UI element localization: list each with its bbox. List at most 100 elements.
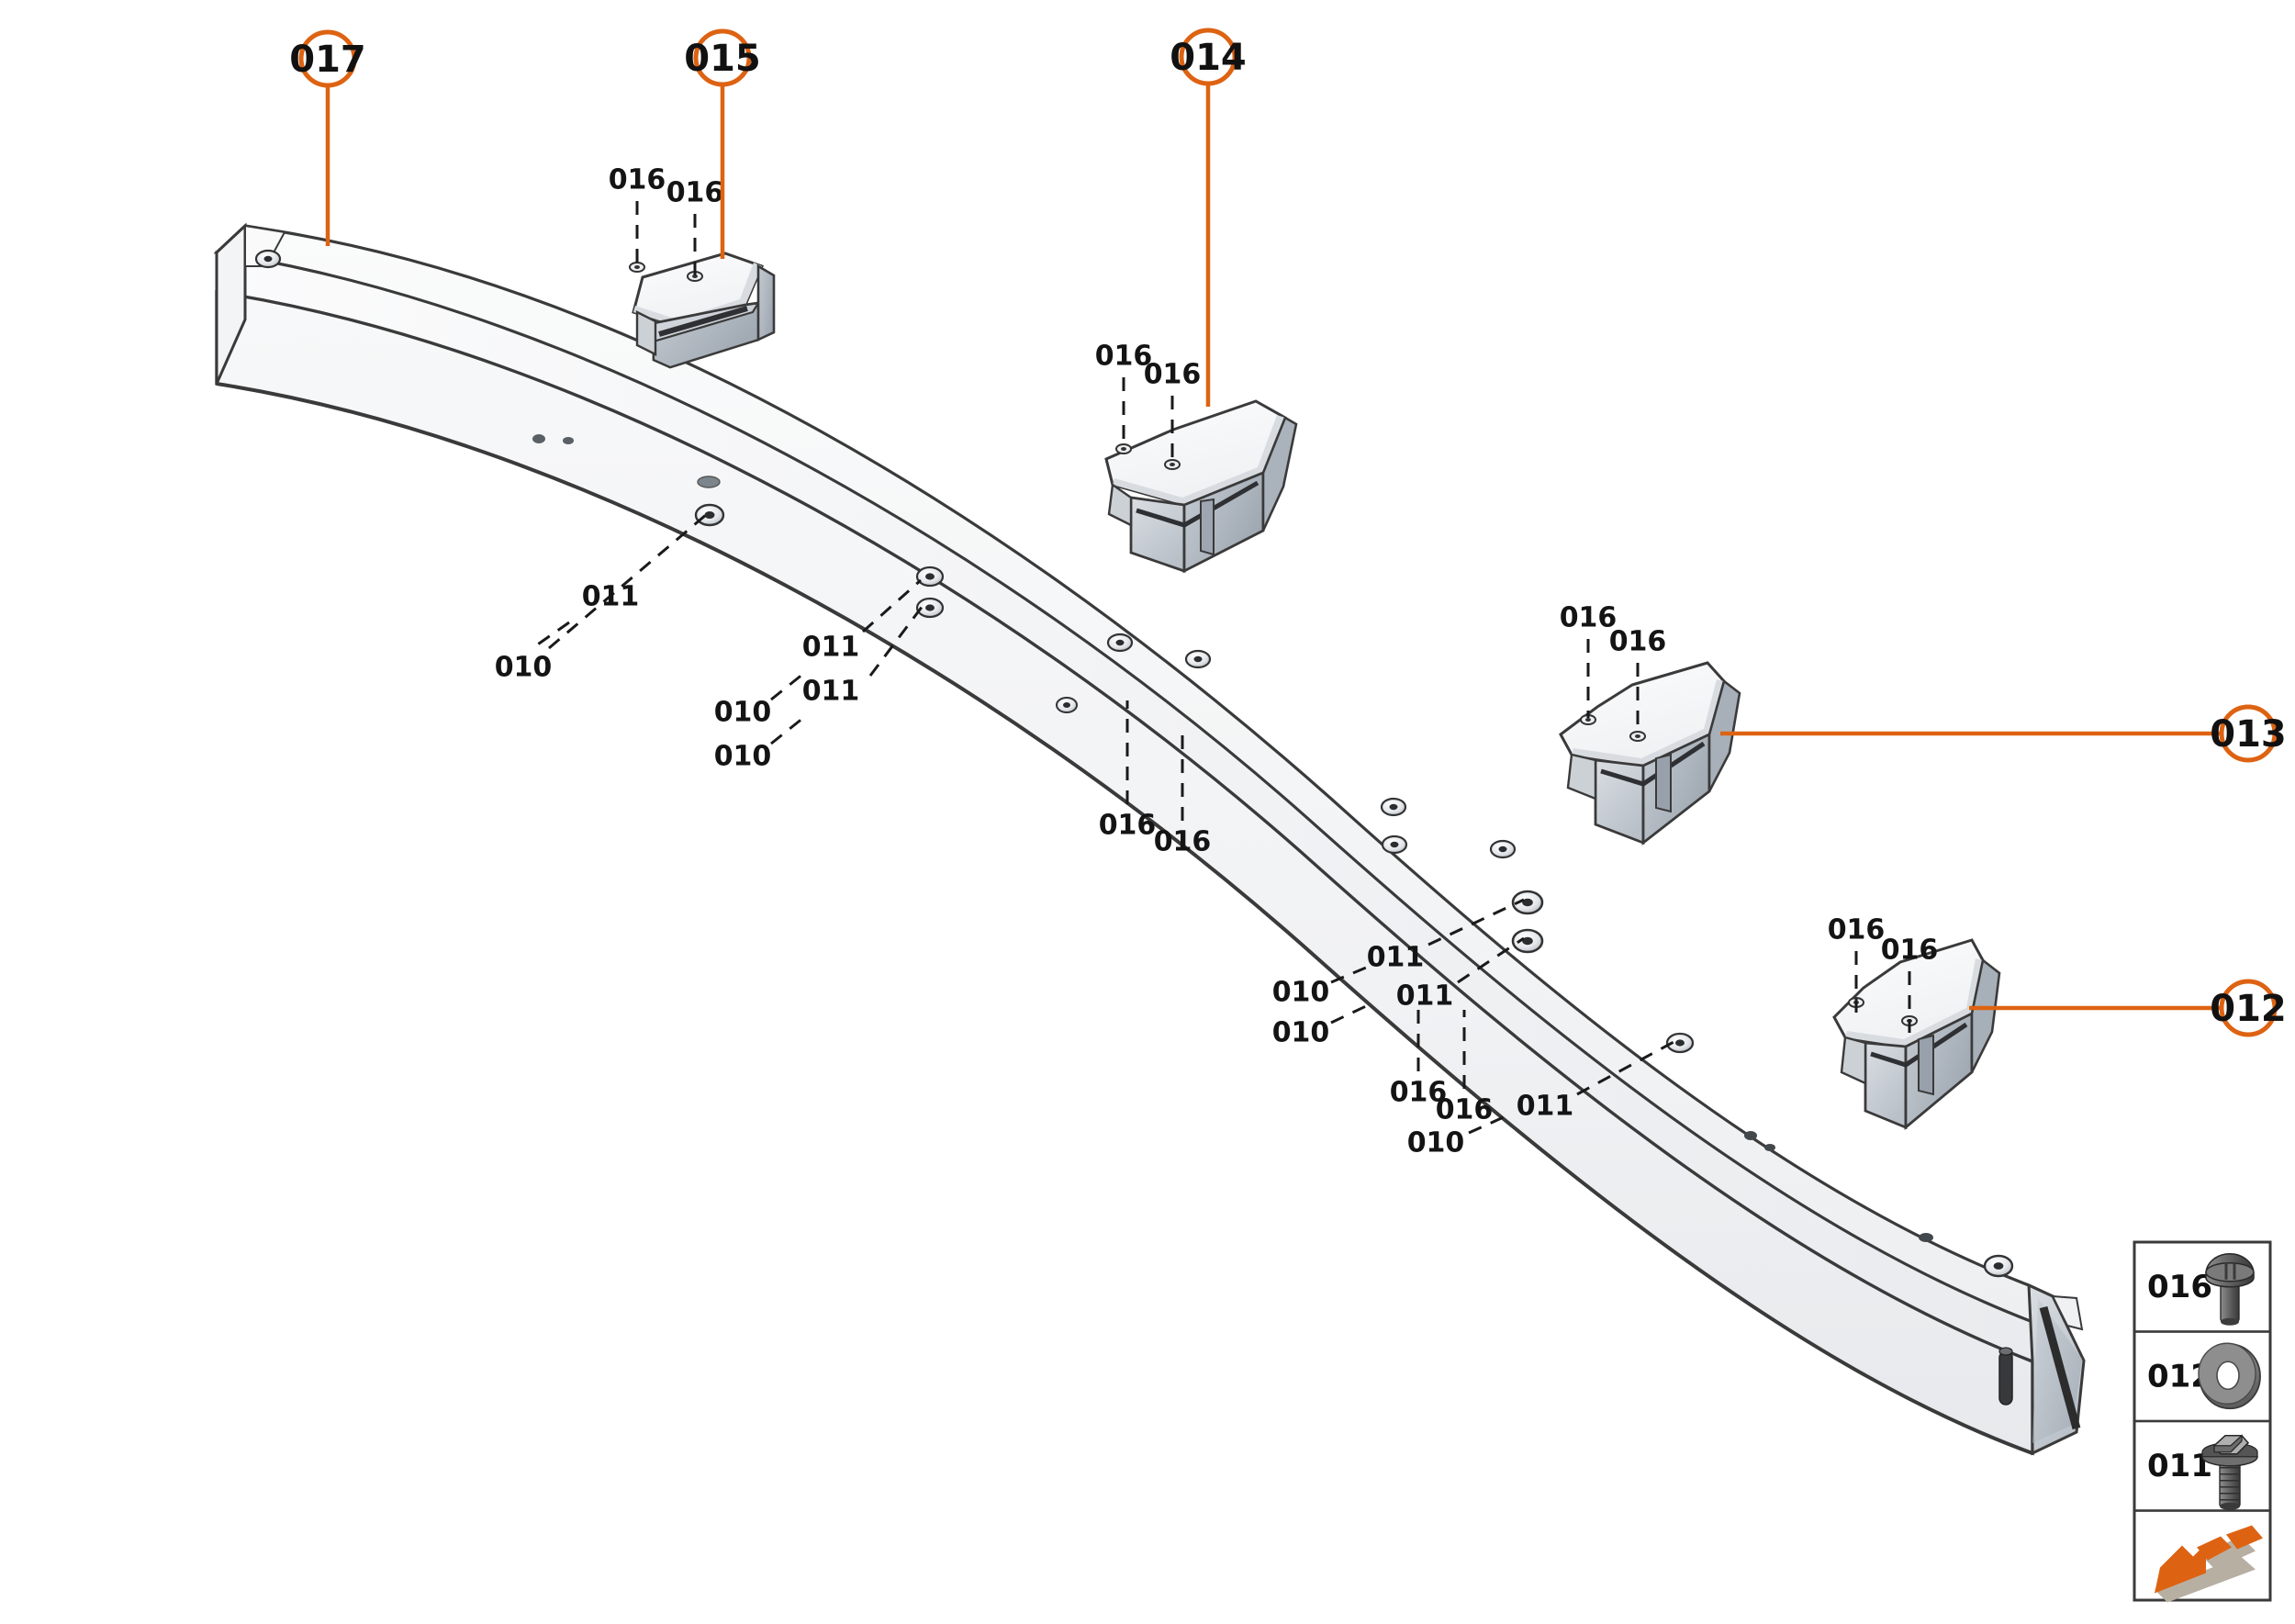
bracket-014-inner-rib bbox=[1136, 480, 1259, 528]
callout-circle[interactable] bbox=[2219, 979, 2278, 1037]
part-label: 011 bbox=[1517, 1091, 1574, 1123]
hex-flange-bolt-icon bbox=[2201, 1434, 2258, 1510]
bracket-012-gusset bbox=[1918, 1034, 1934, 1096]
bracket-015-left-leg bbox=[635, 310, 657, 356]
part-label: 010 bbox=[714, 741, 772, 773]
bolt-hole bbox=[1056, 697, 1078, 713]
part-label: 016 bbox=[1099, 810, 1157, 842]
part-label: 016 bbox=[1154, 826, 1212, 858]
part-label: 010 bbox=[1407, 1127, 1465, 1159]
legend-row[interactable]: 012 bbox=[2133, 1330, 2272, 1423]
part-label: 016 bbox=[1144, 359, 1202, 391]
callout-circle[interactable] bbox=[298, 29, 357, 88]
pan-head-screw-icon bbox=[2205, 1252, 2255, 1326]
part-label: 010 bbox=[1272, 1017, 1330, 1049]
bracket-015-hole bbox=[629, 262, 645, 273]
bracket-013 bbox=[1559, 661, 1741, 846]
beam-right-endcap-tube bbox=[1998, 1350, 2013, 1406]
brand-arrow-logo-icon bbox=[2155, 1525, 2263, 1603]
part-label: 011 bbox=[802, 632, 860, 664]
beam-pilot-dot bbox=[532, 434, 545, 443]
bracket-014 bbox=[1104, 399, 1298, 574]
callout-label: 017 bbox=[289, 39, 366, 81]
bracket-013-inner-rib bbox=[1600, 741, 1706, 787]
callout-circle[interactable] bbox=[2219, 704, 2278, 763]
beam-pilot-dot bbox=[1744, 1131, 1757, 1140]
bracket-014-gusset bbox=[1200, 498, 1215, 556]
beam-pilot-dot bbox=[1919, 1233, 1933, 1242]
part-leader-line bbox=[1330, 1004, 1367, 1025]
part-leader-line bbox=[548, 512, 708, 650]
bracket-013-left-leg bbox=[1566, 753, 1597, 801]
beam-right-tab bbox=[2051, 1294, 2084, 1331]
part-leader-line bbox=[770, 668, 809, 701]
callout-label: 014 bbox=[1170, 37, 1247, 79]
beam-bottom-edge bbox=[216, 382, 2033, 1455]
part-leader-line bbox=[1576, 1039, 1676, 1096]
bracket-012 bbox=[1832, 938, 2001, 1130]
part-label: 010 bbox=[714, 697, 772, 729]
bracket-012-side-wall bbox=[1970, 958, 2001, 1073]
bolt-hole bbox=[1511, 928, 1544, 954]
leader-lines-layer bbox=[532, 201, 1911, 1135]
bracket-015-side-wall bbox=[756, 263, 776, 342]
legend-part-code: 016 bbox=[2147, 1269, 2212, 1305]
legend-part-code: 011 bbox=[2147, 1448, 2212, 1484]
bolt-hole bbox=[1184, 649, 1212, 669]
bracket-012-inner-rib bbox=[1870, 1022, 1968, 1068]
beam-017 bbox=[213, 222, 2086, 1456]
part-label: 010 bbox=[1272, 977, 1330, 1009]
bracket-015 bbox=[629, 252, 776, 369]
bracket-014-body-left bbox=[1129, 496, 1186, 573]
bracket-014-hole bbox=[1164, 459, 1181, 470]
part-label: 016 bbox=[1609, 626, 1667, 658]
part-leader-line bbox=[532, 621, 570, 650]
legend-row[interactable] bbox=[2133, 1509, 2272, 1603]
callout-circle[interactable] bbox=[693, 28, 752, 87]
legend-row-cell bbox=[2133, 1509, 2272, 1602]
flat-washer-icon bbox=[2198, 1342, 2261, 1410]
callout-label: 013 bbox=[2210, 713, 2287, 756]
beam-pilot-dot bbox=[1764, 1144, 1775, 1151]
legend-row[interactable]: 016 bbox=[2133, 1240, 2272, 1333]
bracket-014-left-leg bbox=[1107, 482, 1133, 527]
part-leader-line bbox=[1330, 966, 1367, 984]
part-leader-line bbox=[1427, 898, 1525, 946]
bracket-012-left-leg bbox=[1840, 1036, 1867, 1085]
bolt-hole bbox=[694, 503, 725, 527]
bolt-hole bbox=[915, 597, 945, 619]
legend-panel: 016 012 011 bbox=[2133, 1240, 2272, 1603]
bracket-013-hole bbox=[1629, 731, 1646, 742]
bolt-hole bbox=[254, 249, 282, 269]
part-label: 016 bbox=[609, 164, 666, 196]
part-label: 016 bbox=[1436, 1094, 1494, 1126]
legend-row[interactable]: 011 bbox=[2133, 1419, 2272, 1512]
part-label: 011 bbox=[582, 581, 640, 613]
part-label: 011 bbox=[1367, 942, 1425, 974]
part-label: 016 bbox=[1828, 914, 1886, 946]
bolt-hole bbox=[1511, 890, 1544, 915]
part-label: 016 bbox=[1095, 341, 1153, 373]
bolt-hole bbox=[1665, 1032, 1695, 1054]
bracket-014-hole bbox=[1115, 443, 1132, 454]
bracket-015-inner-rib bbox=[658, 306, 748, 337]
beam-pilot-dot bbox=[563, 437, 574, 444]
part-leader-line bbox=[868, 605, 924, 677]
part-label: 011 bbox=[802, 676, 860, 708]
part-leader-line bbox=[1468, 1114, 1506, 1135]
beam-right-endcap-slot bbox=[2039, 1305, 2081, 1430]
part-leader-line bbox=[1457, 936, 1525, 984]
callout-circle[interactable] bbox=[1179, 28, 1237, 86]
bolt-hole bbox=[1381, 834, 1408, 855]
bracket-013-side-wall bbox=[1707, 678, 1741, 792]
part-label: 016 bbox=[1390, 1077, 1448, 1109]
bolt-hole bbox=[1380, 797, 1407, 817]
part-label: 016 bbox=[666, 177, 724, 209]
bolt-hole bbox=[1106, 633, 1134, 653]
callout-label: 012 bbox=[2210, 988, 2287, 1030]
part-leader-line bbox=[862, 578, 922, 633]
